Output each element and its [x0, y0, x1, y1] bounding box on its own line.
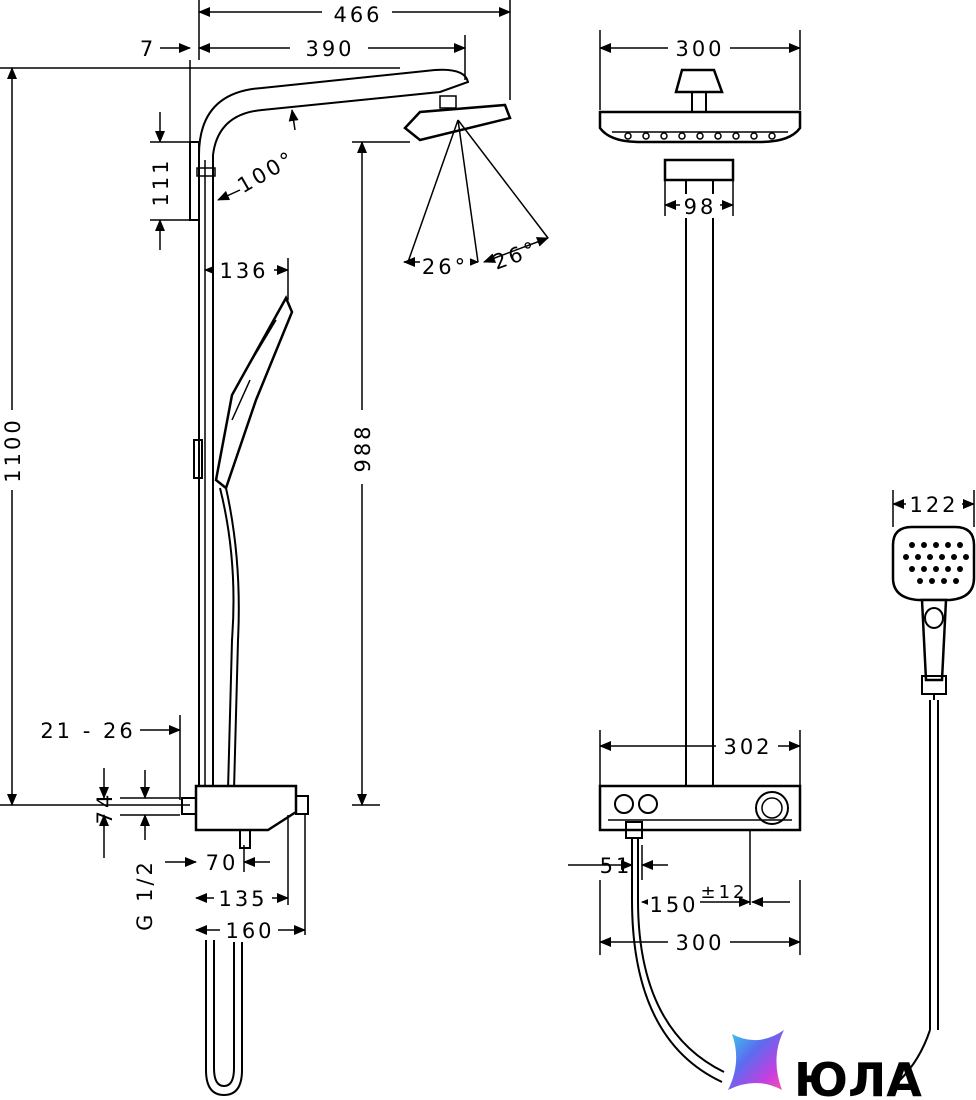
dim-height: 1100 — [1, 417, 25, 482]
dim-mixer-height: 74 — [93, 792, 117, 825]
side-view: 466 7 390 1100 988 111 100° 136 26° 26° … — [0, 0, 549, 1097]
front-view: 300 98 302 51 150 ±12 300 — [568, 30, 802, 1083]
arm-connector — [663, 158, 735, 182]
head-joint — [674, 68, 724, 94]
dim-spray-right: 26° — [490, 236, 542, 274]
spray-cone — [407, 119, 549, 263]
dim-arm-offset: 7 — [140, 37, 156, 61]
handshower-handle — [920, 598, 948, 682]
handshower-head — [891, 525, 976, 602]
brand-logo: ЮЛА — [728, 1030, 922, 1100]
dim-centre-distance: 150 — [649, 893, 698, 917]
hose-front — [631, 838, 723, 1083]
hose — [219, 487, 235, 791]
dim-shelf-width: 302 — [723, 735, 772, 759]
dim-holder-size: 111 — [149, 157, 173, 206]
handshower-hose — [929, 694, 939, 1030]
hand-shower — [214, 295, 294, 491]
mixer-knob — [295, 795, 309, 815]
outlet-front — [625, 821, 643, 839]
dim-total-width: 466 — [333, 3, 382, 27]
dim-handshower-width: 122 — [909, 493, 958, 517]
dim-arm-reach: 390 — [305, 37, 354, 61]
dim-spray-left: 26° — [422, 255, 468, 279]
head-nozzles — [624, 132, 776, 140]
dim-connection: G 1/2 — [133, 859, 157, 931]
riser-pipe — [198, 155, 214, 790]
dim-wall-offset: 21 - 26 — [40, 719, 135, 743]
handshower-nozzles — [903, 542, 969, 584]
mixer-connector — [181, 797, 197, 815]
dim-tilt-angle: 100° — [233, 146, 299, 198]
dim-mixer-projection: 160 — [225, 919, 274, 943]
hose-loop — [205, 940, 243, 1097]
mixer-outlet — [239, 829, 251, 849]
handshower-view: 122 — [891, 490, 976, 1081]
wall-holder — [189, 141, 200, 221]
button-1 — [614, 794, 634, 814]
overhead-shower-front — [598, 110, 802, 144]
dim-outlet-offset: 70 — [206, 851, 239, 875]
logo-star-icon — [728, 1030, 784, 1090]
dim-head-height: 988 — [351, 423, 375, 472]
dim-outlet-offset-front: 51 — [600, 854, 633, 878]
thermostat-mixer — [194, 784, 298, 832]
slider — [193, 439, 203, 479]
dim-hand-offset: 136 — [219, 259, 268, 283]
dim-head-width: 300 — [675, 37, 724, 61]
logo-text: ЮЛА — [794, 1053, 922, 1100]
dim-connector-width: 98 — [684, 195, 717, 219]
handshower-button — [924, 607, 944, 629]
dim-mixer-depth: 135 — [218, 887, 267, 911]
ball-joint — [439, 95, 457, 109]
dim-tolerance: ±12 — [701, 882, 748, 903]
button-2 — [638, 794, 658, 814]
riser-pipe-front — [685, 180, 714, 786]
shower-arm — [198, 68, 470, 156]
dim-mixer-width: 300 — [675, 931, 724, 955]
temperature-knob — [755, 791, 789, 825]
